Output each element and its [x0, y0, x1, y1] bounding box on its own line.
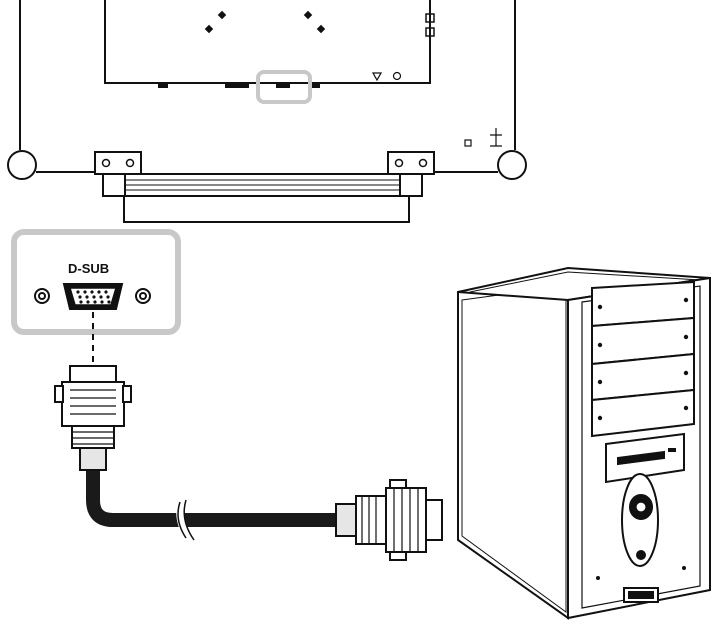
computer-tower-icon: [457, 266, 711, 620]
vga-cable-icon: [54, 365, 443, 561]
port-label: D-SUB: [68, 261, 109, 276]
vga-port-icon: [34, 283, 151, 310]
port-callout: D-SUB: [11, 229, 181, 335]
monitor-rear-icon: [7, 0, 527, 223]
